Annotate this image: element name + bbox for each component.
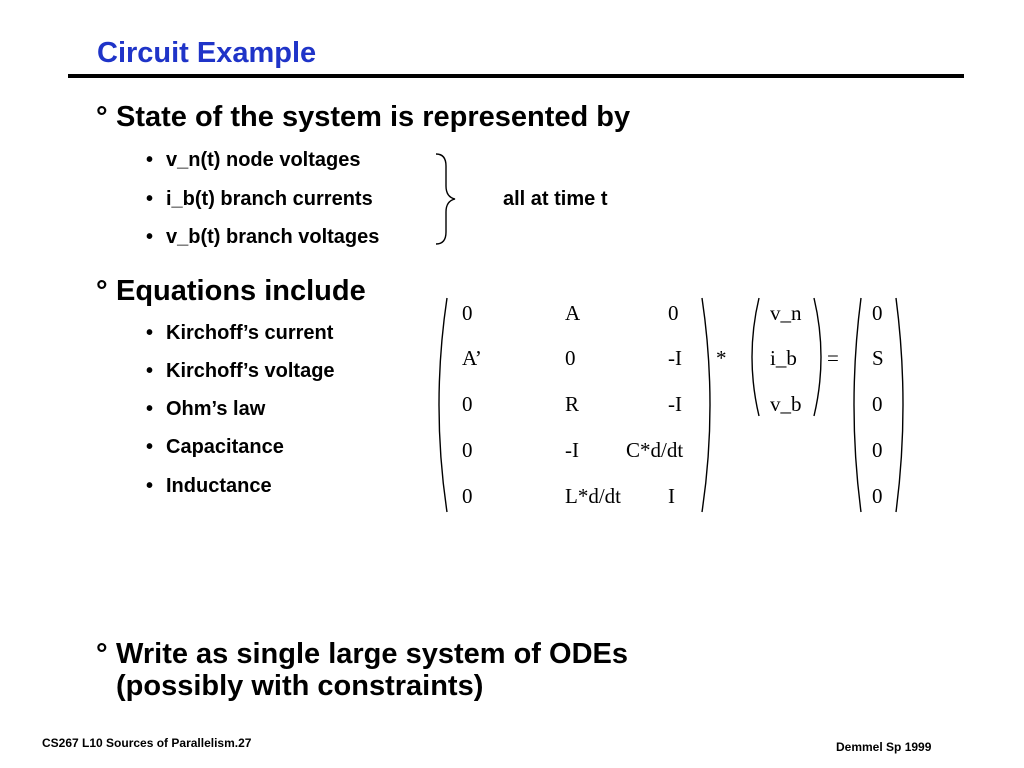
sub-bullet: • bbox=[146, 360, 154, 382]
matrix-cell: -I bbox=[668, 392, 682, 416]
rhs-cell: S bbox=[872, 346, 884, 370]
list-item: • Kirchoff’s voltage bbox=[146, 359, 335, 383]
matrix-cell: 0 bbox=[668, 301, 679, 325]
list-item: • v_n(t) node voltages bbox=[146, 148, 360, 172]
footer-left: CS267 L10 Sources of Parallelism.27 bbox=[42, 736, 252, 750]
matrix-cell: 0 bbox=[462, 301, 473, 325]
matrix-left-paren bbox=[438, 297, 448, 513]
sub-bullet: • bbox=[146, 226, 154, 248]
list-item-text: Ohm’s law bbox=[166, 398, 266, 420]
degree-bullet: ° bbox=[96, 101, 108, 133]
brace-label: all at time t bbox=[503, 188, 608, 210]
matrix-cell: A’ bbox=[462, 346, 482, 370]
degree-bullet: ° bbox=[96, 638, 108, 670]
section-odes-heading-line2: (possibly with constraints) bbox=[116, 670, 484, 702]
sub-bullet: • bbox=[146, 475, 154, 497]
matrix-cell: 0 bbox=[565, 346, 576, 370]
rhs-cell: 0 bbox=[872, 484, 883, 508]
curly-brace bbox=[435, 153, 456, 245]
matrix-cell: 0 bbox=[462, 438, 473, 462]
section-odes-heading: °Write as single large system of ODEs bbox=[96, 637, 628, 671]
equals-sign: = bbox=[827, 346, 839, 370]
multiply-sign: * bbox=[716, 346, 727, 370]
matrix-cell: A bbox=[565, 301, 581, 325]
list-item: • i_b(t) branch currents bbox=[146, 187, 373, 211]
rhs-left-paren bbox=[853, 297, 862, 513]
list-item-text: v_n(t) node voltages bbox=[166, 149, 361, 171]
list-item-text: Capacitance bbox=[166, 436, 284, 458]
list-item: • Inductance bbox=[146, 474, 272, 498]
rhs-right-paren bbox=[895, 297, 904, 513]
section-equations-heading: °Equations include bbox=[96, 274, 366, 308]
footer-right: Demmel Sp 1999 bbox=[836, 740, 932, 754]
vector-left-paren bbox=[751, 297, 760, 417]
sub-bullet: • bbox=[146, 322, 154, 344]
list-item-text: Inductance bbox=[166, 475, 272, 497]
list-item-text: Kirchoff’s current bbox=[166, 322, 334, 344]
matrix-right-paren bbox=[701, 297, 711, 513]
list-item-text: Kirchoff’s voltage bbox=[166, 360, 335, 382]
vector-cell: v_n bbox=[770, 301, 802, 325]
list-item: • Ohm’s law bbox=[146, 397, 265, 421]
list-item-text: v_b(t) branch voltages bbox=[166, 226, 380, 248]
section-equations-heading-text: Equations include bbox=[116, 275, 366, 307]
list-item-text: i_b(t) branch currents bbox=[166, 188, 373, 210]
list-item: • Capacitance bbox=[146, 435, 284, 459]
section-state-heading-text: State of the system is represented by bbox=[116, 101, 631, 133]
title-divider bbox=[68, 74, 964, 78]
sub-bullet: • bbox=[146, 436, 154, 458]
vector-right-paren bbox=[813, 297, 822, 417]
degree-bullet: ° bbox=[96, 275, 108, 307]
sub-bullet: • bbox=[146, 188, 154, 210]
matrix-cell: -I bbox=[668, 346, 682, 370]
list-item: • Kirchoff’s current bbox=[146, 321, 333, 345]
section-odes-heading-line1: Write as single large system of ODEs bbox=[116, 638, 628, 670]
vector-cell: i_b bbox=[770, 346, 797, 370]
matrix-cell: I bbox=[668, 484, 675, 508]
matrix-cell: C*d/dt bbox=[626, 438, 684, 462]
matrix-cell: -I bbox=[565, 438, 579, 462]
vector-cell: v_b bbox=[770, 392, 802, 416]
matrix-cell: 0 bbox=[462, 484, 473, 508]
matrix-cell: 0 bbox=[462, 392, 473, 416]
sub-bullet: • bbox=[146, 149, 154, 171]
sub-bullet: • bbox=[146, 398, 154, 420]
rhs-cell: 0 bbox=[872, 392, 883, 416]
slide-title: Circuit Example bbox=[97, 37, 317, 69]
list-item: • v_b(t) branch voltages bbox=[146, 225, 379, 249]
section-state-heading: °State of the system is represented by bbox=[96, 100, 630, 134]
rhs-cell: 0 bbox=[872, 438, 883, 462]
matrix-cell: L*d/dt bbox=[565, 484, 621, 508]
matrix-cell: R bbox=[565, 392, 580, 416]
rhs-cell: 0 bbox=[872, 301, 883, 325]
